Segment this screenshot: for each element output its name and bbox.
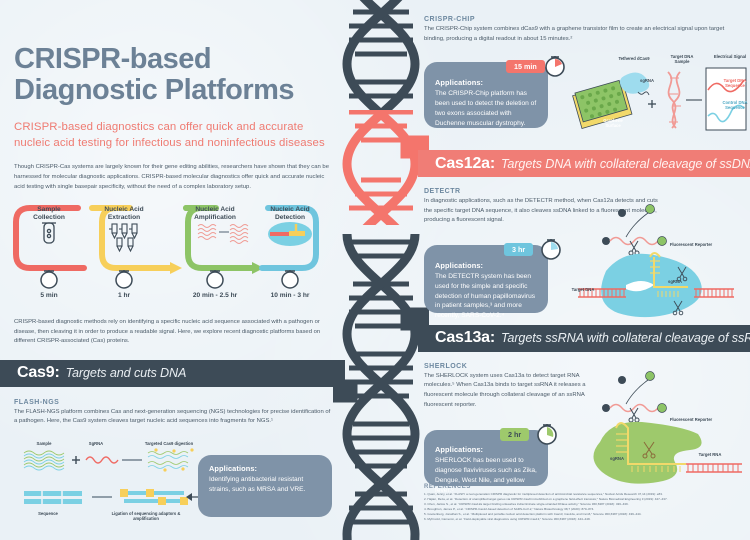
cas9-applications-box: Applications: Identifying antibacterial … [198, 454, 332, 517]
page-title: CRISPR-based Diagnostic Platforms [0, 43, 345, 107]
test-tube-icon [42, 222, 56, 244]
cas9-label-sgrna: SgRNA [88, 440, 104, 446]
left-column: CRISPR-based Diagnostic Platforms CRISPR… [0, 0, 345, 540]
crispr-chip-label-target-seq: Target DNA Sequence [723, 78, 747, 89]
cas9-label-sequence: Sequence [38, 510, 58, 516]
section-band-cas12a-desc: Targets DNA with collateral cleavage of … [500, 156, 750, 171]
section-band-cas13a-desc: Targets ssRNA with collateral cleavage o… [500, 331, 750, 346]
crispr-chip-label-electrical-signal: Electrical Signal [713, 54, 747, 60]
stopwatch-icon [40, 270, 299, 289]
title-line-2: Diagnostic Platforms [14, 74, 295, 107]
cas13a-label-sgrna: sgRNA [610, 456, 624, 462]
crispr-chip-applications-body: The CRISPR-Chip platform has been used t… [435, 90, 537, 127]
sherlock-kicker: SHERLOCK [424, 362, 468, 370]
cas13a-graphic [593, 371, 742, 484]
crispr-chip-body: The CRISPR-Chip system combines dCas9 wi… [424, 26, 725, 42]
cas13a-label-target-rna: Target RNA [698, 452, 722, 458]
reference-item: 3. Chen, Janice S., et al. “CRISPR-Cas12… [424, 501, 629, 506]
cas9-body: The FLASH-NGS platform combines Cas and … [14, 408, 331, 425]
crispr-chip-label-sgrna: sgRNA [640, 78, 654, 84]
section-band-cas13a: Cas13a: Targets ssRNA with collateral cl… [418, 324, 750, 352]
crispr-chip-applications-heading: Applications: [435, 78, 484, 88]
detectr-kicker: DETECTR [424, 188, 461, 196]
cas12a-label-reporter: Fluorescent Reporter [669, 241, 713, 247]
crispr-chip-label-graphene: Graphene Surface [603, 118, 623, 129]
reference-item: 2. Hajian, Reza, et al. “Detection of un… [424, 496, 668, 501]
cas12a-diagram: Applications: The DETECTR system has bee… [418, 203, 750, 323]
section-band-cas12a: Cas12a: Targets DNA with collateral clea… [418, 150, 750, 178]
workflow-step-time-4: 10 min - 3 hr [270, 292, 310, 300]
crispr-chip-label-control-seq: Control DNA Sequence [722, 100, 748, 111]
cas9-label-digestion: Targeted Cas9 digestion [144, 440, 194, 446]
reference-item: 4. Broughton, James P., et al. “CRISPR-C… [424, 506, 595, 511]
title-line-1: CRISPR-based [14, 43, 212, 75]
reference-item: 1. Quan, Jenny, et al. “FLASH: a next-ge… [424, 492, 663, 496]
references-section: REFERENCES 1. Quan, Jenny, et al. “FLASH… [424, 484, 746, 522]
sherlock-body: The SHERLOCK system uses Cas13a to detec… [424, 372, 586, 408]
detectr-timer-pill: 3 hr [504, 242, 534, 256]
sherlock-applications-body: SHERLOCK has been used to diagnose flavi… [435, 457, 537, 494]
cas9-diagram: Sample SgRNA Targeted Cas9 digestion Seq… [0, 435, 345, 531]
workflow-arrows [13, 205, 319, 289]
stopwatch-icon [541, 238, 561, 260]
cas9-diagram-graphic [23, 448, 205, 506]
intro-paragraph: Though CRISPR-Cas systems are largely kn… [14, 164, 329, 190]
reference-item: 6. Myhrvold, Cameron, et al. “Field-depl… [424, 516, 591, 521]
stopwatch-icon [537, 424, 557, 445]
references-title: REFERENCES [424, 484, 472, 490]
section-band-cas9-desc: Targets and cuts DNA [65, 366, 187, 381]
cas9-applications-heading: Applications: [209, 463, 258, 473]
sherlock-timer-pill: 2 hr [500, 428, 530, 442]
pipette-icon [109, 223, 138, 253]
crispr-chip-label-dcas9: Tethered dCas9 [618, 56, 650, 62]
section-band-cas9: Cas9: Targets and cuts DNA [0, 359, 345, 387]
reference-item: 5. Gootenberg, Jonathan S., et al. “Mult… [424, 511, 642, 516]
detectr-applications-box: Applications: The DETECTR system has bee… [424, 244, 548, 319]
detectr-body: In diagnostic applications, such as the … [424, 198, 658, 224]
cas13a-diagram: Applications: SHERLOCK has been used to … [418, 371, 750, 498]
crispr-chip-kicker: CRISPR-CHIP [424, 16, 476, 23]
detectr-applications-heading: Applications: [435, 260, 484, 270]
crispr-chip-timer-pill: 15 min [506, 60, 545, 74]
section-band-cas13a-name: Cas13a: [435, 329, 495, 347]
section-band-cas9-name: Cas9: [17, 364, 60, 382]
cas12a-label-sgrna: sgRNA [668, 278, 682, 284]
detection-icon [268, 222, 312, 247]
cas12a-label-target-dna: Target DNA [571, 286, 595, 292]
sherlock-applications-heading: Applications: [435, 445, 484, 455]
cas9-applications-body: Identifying antibacterial resistant stra… [209, 475, 306, 493]
sherlock-applications-box: Applications: SHERLOCK has been used to … [424, 430, 548, 494]
stopwatch-icon [545, 56, 565, 77]
crispr-chip-applications-box: Applications: The CRISPR-Chip platform h… [424, 62, 548, 129]
cas12a-graphic [578, 203, 734, 317]
workflow-step-time-3: 20 min - 2.5 hr [192, 292, 238, 300]
bridge-paragraph: CRISPR-based diagnostic methods rely on … [14, 319, 321, 345]
crispr-chip-diagram: Applications: The CRISPR-Chip platform h… [418, 52, 750, 144]
right-column: CRISPR-CHIP The CRISPR-Chip system combi… [418, 0, 750, 540]
detectr-applications-body: The DETECTR system has been used for the… [435, 272, 536, 320]
cas13a-label-reporter: Fluorescent Reporter [669, 417, 713, 423]
cas9-label-sample: Sample [36, 440, 52, 446]
workflow-step-time-2: 1 hr [117, 292, 131, 300]
page-subtitle: CRISPR-based diagnostics can offer quick… [14, 121, 325, 150]
dna-helix-graphic [333, 0, 429, 540]
cas9-kicker: FLASH-NGS [14, 398, 60, 406]
cas9-label-ligation: Ligation of sequencing adaptors & amplif… [111, 510, 181, 521]
workflow-step-time-1: 5 min [40, 292, 58, 300]
amplification-icon [197, 224, 249, 245]
section-band-cas12a-name: Cas12a: [435, 154, 495, 172]
crispr-chip-label-target-dna: Target DNA Sample [670, 54, 694, 65]
crispr-chip-graphic [572, 67, 747, 131]
references-list: 1. Quan, Jenny, et al. “FLASH: a next-ge… [424, 492, 746, 522]
